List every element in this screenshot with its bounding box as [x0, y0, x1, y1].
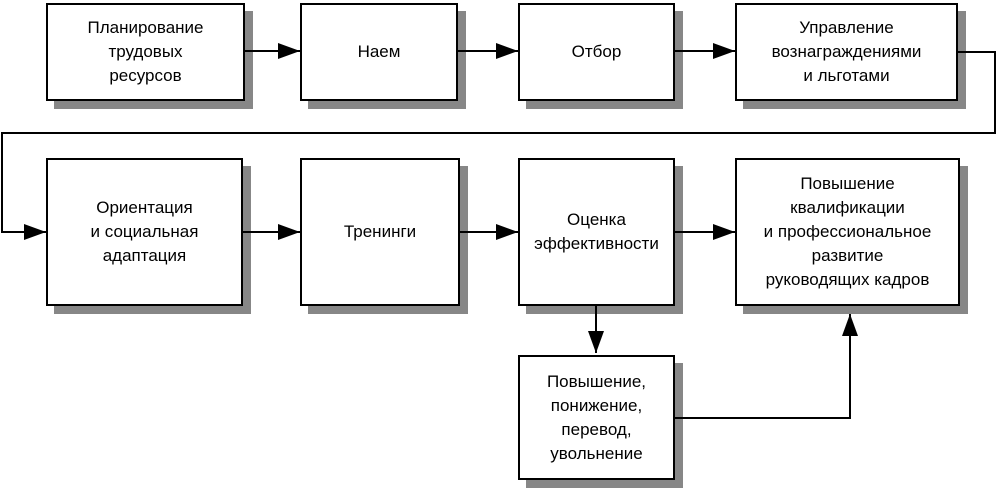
box-compensation: Управление вознаграждениями и льготами: [735, 3, 958, 101]
box-orientation-label: Ориентация и социальная адаптация: [90, 198, 199, 265]
box-selection-label: Отбор: [571, 42, 622, 61]
arrow-personnel-moves-to-development: [673, 314, 858, 419]
box-selection: Отбор: [518, 3, 675, 101]
box-evaluation: Оценка эффективности: [518, 158, 675, 306]
box-compensation-label: Управление вознаграждениями и льготами: [771, 18, 922, 85]
box-training-label: Тренинги: [343, 222, 417, 241]
box-personnel-moves: Повышение, понижение, перевод, увольнени…: [518, 355, 675, 480]
box-orientation: Ориентация и социальная адаптация: [46, 158, 243, 306]
box-evaluation-label: Оценка эффективности: [534, 210, 659, 253]
box-personnel-moves-label: Повышение, понижение, перевод, увольнени…: [546, 371, 647, 463]
box-hiring: Наем: [300, 3, 458, 101]
box-training: Тренинги: [300, 158, 460, 306]
box-hr-planning-label: Планирование трудовых ресурсов: [87, 18, 204, 85]
box-hiring-label: Наем: [357, 42, 401, 61]
box-hr-planning: Планирование трудовых ресурсов: [46, 3, 245, 101]
box-management-development: Повышение квалификации и профессионально…: [735, 158, 960, 306]
box-management-development-label: Повышение квалификации и профессионально…: [763, 174, 932, 289]
